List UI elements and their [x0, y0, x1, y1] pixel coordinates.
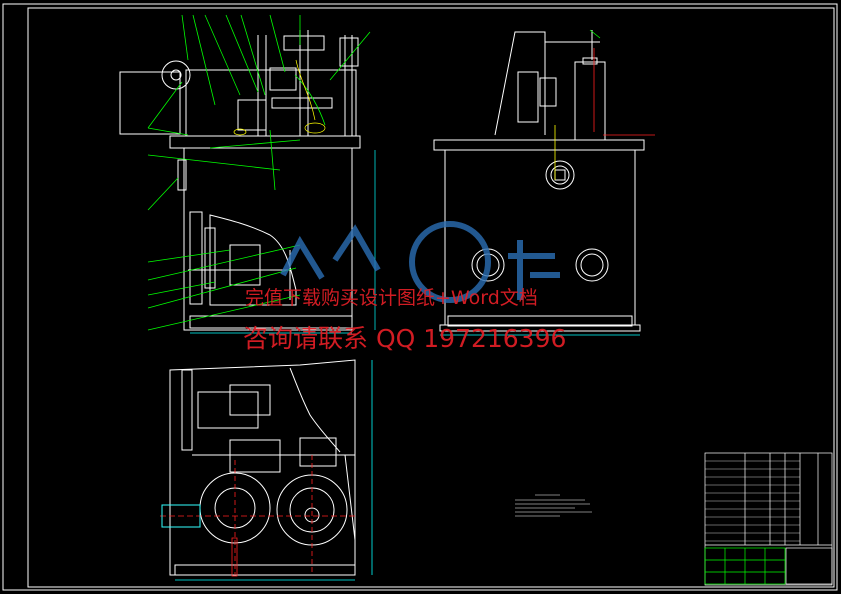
side-view: [433, 30, 645, 332]
front-view-leaders: [147, 14, 371, 331]
front-view-cyan-dims: [190, 150, 376, 334]
title-block-rows: [705, 460, 800, 542]
title-block-footer: [704, 547, 833, 585]
watermark-text-line2: 咨询请联系 QQ 197216396: [243, 324, 567, 353]
technical-notes-block: [515, 494, 592, 517]
title-block-drawing-title: [786, 566, 832, 578]
watermark-text-line1: 完值下载购买设计图纸+Word文档: [245, 287, 538, 309]
sheet-inner-border: [27, 7, 835, 588]
title-block: [704, 452, 833, 586]
side-view-colored: [440, 29, 655, 336]
front-view-yellow-dims: [233, 59, 326, 136]
top-view: [161, 359, 356, 576]
sheet-outer-border: [2, 3, 838, 591]
watermark-logo: [280, 221, 560, 303]
top-view-colored: [160, 360, 373, 581]
